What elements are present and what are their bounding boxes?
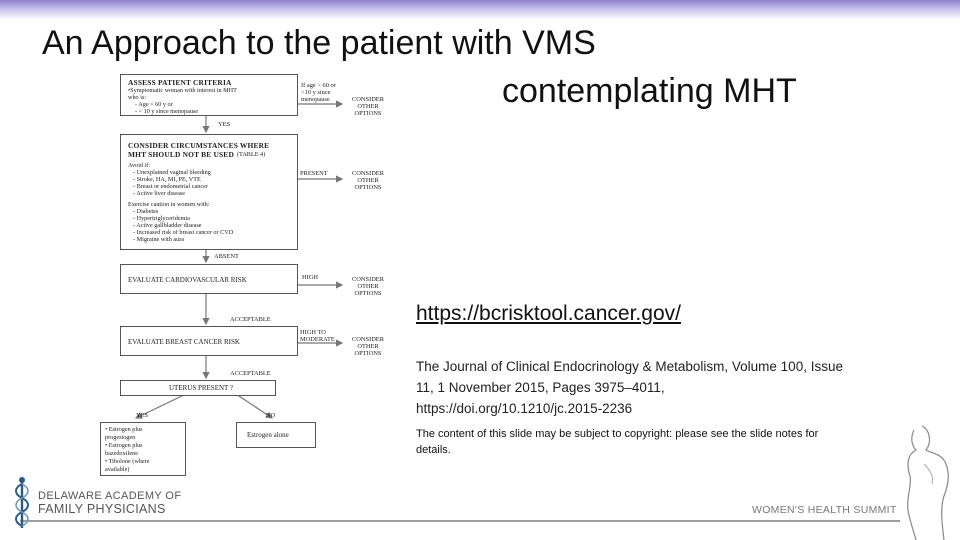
header-gradient-bar [0,0,960,20]
box-estrogen-progestogen-options: • Estrogen plus progestogen • Estrogen p… [100,422,186,476]
therapy-option: • Estrogen plus [105,442,143,449]
mht-flowchart: ASSESS PATIENT CRITERIA •Symptomatic wom… [96,72,406,480]
box-estrogen-alone: Estrogen alone [236,422,316,448]
absent-label: ABSENT [214,253,239,260]
box3-heading: EVALUATE CARDIOVASCULAR RISK [128,276,247,284]
avoid-item: - Breast or endometrial cancer [133,183,208,190]
acceptable-label-1: ACCEPTABLE [230,316,271,323]
box2-heading2: MHT SHOULD NOT BE USED [128,150,234,159]
box2-avoid-label: Avoid if: [128,162,151,169]
no-branch-label: NO [266,412,276,419]
org-name-line1: DELAWARE ACADEMY OF [38,490,182,502]
box1-line: •Symptomatic woman with interest in MHT [128,87,237,94]
box2-table-ref: (TABLE 4) [237,151,266,158]
box2-side-label: PRESENT [300,170,328,177]
therapy-option: bazedoxifene [105,450,138,457]
box1-line: who is: [128,94,147,101]
box1-heading: ASSESS PATIENT CRITERIA [128,78,232,87]
box7-heading: Estrogen alone [247,431,289,439]
caution-item: - Increased risk of breast cancer or CVD [133,229,234,236]
caution-item: - Diabetes [133,208,159,215]
box-uterus-present: UTERUS PRESENT ? [120,380,276,396]
woman-silhouette-icon [906,425,949,540]
box5-heading: UTERUS PRESENT ? [169,384,234,392]
box4-side-label-2: MODERATE [300,336,335,343]
box1-line: - Age < 60 y or [135,101,173,108]
yes-label: YES [218,121,231,128]
therapy-option: progestogen [105,434,136,441]
box2-heading: CONSIDER CIRCUMSTANCES WHERE [128,141,270,150]
therapy-option: available) [105,466,130,473]
footer-divider [20,520,900,522]
avoid-item: - Unexplained vaginal bleeding [133,169,211,176]
box4-side-label-1: HIGH TO [300,329,326,336]
box1-line: - < 10 y since menopause [135,108,199,115]
slide-title-line1: An Approach to the patient with VMS [42,24,596,62]
caduceus-logo-icon [15,477,29,528]
breast-cancer-risk-tool-link[interactable]: https://bcrisktool.cancer.gov/ [416,302,681,325]
box-cardiovascular-risk: EVALUATE CARDIOVASCULAR RISK [120,264,298,294]
box1-side-label: If age > 60 or >10 y since menopause [301,82,336,103]
org-name-line2: FAMILY PHYSICIANS [38,502,166,516]
box-contraindications: CONSIDER CIRCUMSTANCES WHERE MHT SHOULD … [120,134,298,250]
caution-item: - Hypertriglyceridemia [133,215,190,222]
box-assess-patient-criteria: ASSESS PATIENT CRITERIA •Symptomatic wom… [120,74,298,116]
therapy-option: • Estrogen plus [105,426,143,433]
box4-heading: EVALUATE BREAST CANCER RISK [128,338,240,346]
avoid-item: - Active liver disease [133,190,186,197]
slide-title-line2: contemplating MHT [502,72,797,110]
event-name: WOMEN'S HEALTH SUMMIT [752,504,897,516]
acceptable-label-2: ACCEPTABLE [230,370,271,377]
therapy-option: • Tibolone (where [105,458,150,465]
box2-caution-label: Exercise caution in women with: [128,201,210,208]
yes-branch-label: YES [136,412,149,419]
journal-citation: The Journal of Clinical Endocrinology & … [416,359,843,416]
caution-item: - Migraine with aura [133,236,185,243]
avoid-item: - Stroke, HA, MI, PE, VTE [133,176,201,183]
copyright-note: The content of this slide may be subject… [416,428,819,456]
caution-item: - Active gallbladder disease [133,222,202,229]
box3-side-label: HIGH [302,274,318,281]
flowchart-connectors [134,100,344,419]
box-breast-cancer-risk: EVALUATE BREAST CANCER RISK [120,326,298,356]
